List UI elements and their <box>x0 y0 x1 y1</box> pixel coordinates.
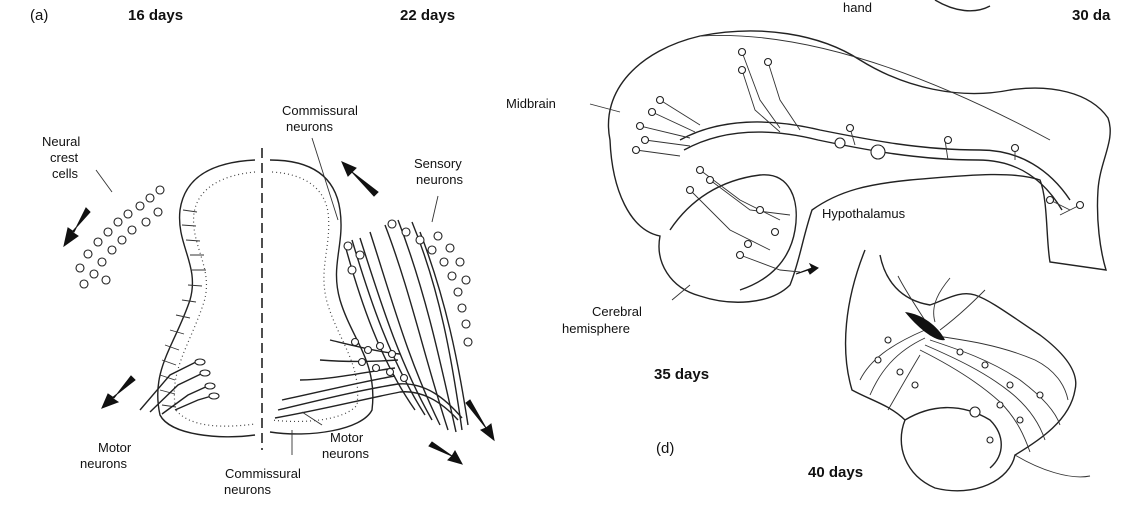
hypothalamus-output-arrow <box>796 264 818 274</box>
neural-crest-migration-arrow <box>64 208 90 246</box>
brain-40-days-outline <box>846 250 1076 491</box>
spinal-cord-diagram: (a) 16 days 22 days <box>30 7 494 497</box>
motor-neurons-16-days <box>140 359 219 414</box>
label-midbrain: Midbrain <box>506 96 556 111</box>
midbrain-pointer <box>590 104 620 112</box>
label-cerebral-hemisphere: Cerebral hemisphere <box>562 304 645 336</box>
label-commissural-neurons-top: Commissural neurons <box>282 103 361 134</box>
motor-axon-arrow-right <box>429 442 462 464</box>
neural-crest-pointer <box>96 170 112 192</box>
sensory-axon-arrow <box>466 400 494 440</box>
label-hand-fragment: hand <box>843 0 872 15</box>
brain-35-days-neurons <box>636 52 1080 272</box>
age-label-30-days: 30 da <box>1072 7 1111 24</box>
panel-label-a: (a) <box>30 7 48 24</box>
motor-pointer-right <box>302 412 322 425</box>
dorsal-arrow <box>342 162 378 196</box>
neural-tube-22-days <box>270 160 373 434</box>
label-motor-neurons-right: Motor neurons <box>322 430 369 461</box>
sensory-pointer <box>432 196 438 222</box>
motor-axon-arrow-left <box>102 376 135 408</box>
brain-tract-lower <box>684 132 1062 210</box>
age-label-35-days: 35 days <box>654 366 709 383</box>
label-neural-crest-cells: Neural crest cells <box>42 134 84 181</box>
brain-40-days-hemisphere <box>905 408 1001 468</box>
neural-tube-22-days-inner <box>272 172 358 421</box>
axon-bundles-22-days <box>275 220 468 432</box>
label-motor-neurons-left: Motor neurons <box>80 440 135 471</box>
brain-35-days-cells <box>633 49 1084 259</box>
label-commissural-neurons-bottom: Commissural neurons <box>224 466 304 497</box>
age-label-16-days: 16 days <box>128 7 183 24</box>
brain-upper-membrane <box>700 35 1050 140</box>
label-sensory-neurons: Sensory neurons <box>414 156 465 187</box>
brain-40-days-neurons <box>860 276 1068 452</box>
neural-tube-16-days <box>158 160 255 437</box>
brain-40-days-spinal-extension <box>1015 455 1090 477</box>
commissural-pointer-top <box>312 138 338 220</box>
brain-development-diagram: hand 30 da <box>506 0 1111 491</box>
partial-embryo-outline <box>935 0 990 11</box>
age-label-22-days: 22 days <box>400 7 455 24</box>
neural-crest-cells <box>76 186 164 288</box>
label-hypothalamus: Hypothalamus <box>822 206 906 221</box>
panel-label-d: (d) <box>656 440 674 457</box>
brain-35-days-outline <box>608 31 1110 302</box>
sensory-neuron-cells <box>344 220 472 346</box>
age-label-40-days: 40 days <box>808 464 863 481</box>
